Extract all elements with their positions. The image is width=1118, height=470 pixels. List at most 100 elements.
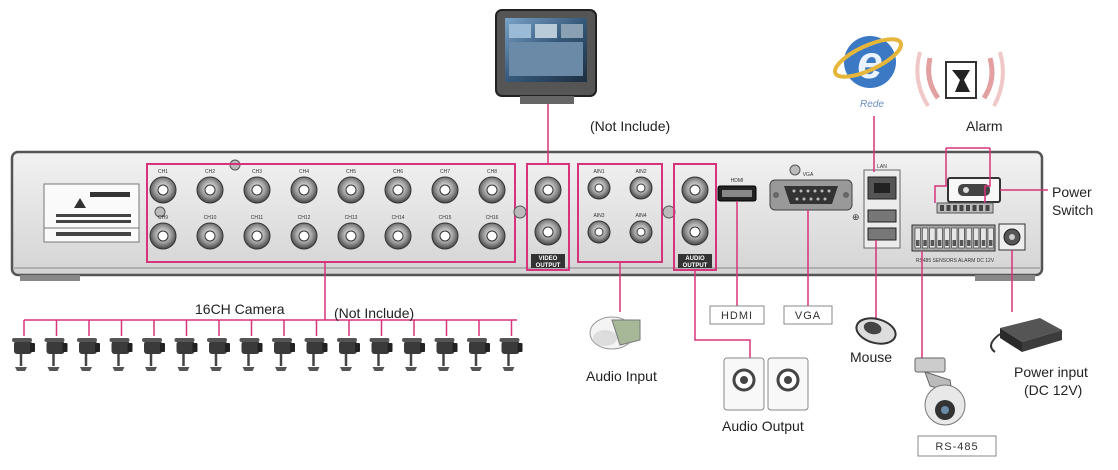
video-input-port[interactable]: CH11 — [243, 215, 271, 250]
camera-icon — [140, 336, 167, 373]
video-input-port[interactable]: CH1 — [149, 169, 177, 204]
vga-label-box: VGA — [783, 305, 833, 325]
camera-icon — [400, 336, 427, 373]
microphone-icon — [589, 316, 641, 350]
ptz-camera-icon — [914, 357, 966, 426]
connection-lines — [23, 104, 1048, 362]
video-output-label: OUTPUT — [536, 263, 561, 269]
lan-label: LAN — [877, 164, 887, 170]
channel-label: CH2 — [205, 169, 215, 175]
power-switch[interactable] — [947, 177, 1001, 203]
power-switch-label: Power — [1052, 184, 1092, 200]
lan-port[interactable]: LAN ⊕ — [852, 164, 901, 249]
video-input-block: CH1 CH2 CH3 CH4 CH5 CH6 CH7 CH8 CH9 CH10 CH11 CH12… — [146, 163, 527, 263]
hdmi-port[interactable]: HDMI — [717, 178, 757, 202]
camera-note: (Not Include) — [334, 305, 414, 321]
channel-label: CH15 — [439, 215, 452, 221]
channel-label: CH4 — [299, 169, 309, 175]
camera-row — [10, 336, 524, 373]
audio-input-port[interactable]: AIN3 — [587, 213, 611, 244]
hdmi-port-label: HDMI — [731, 178, 744, 184]
power-input-spec: (DC 12V) — [1024, 382, 1082, 398]
audio-input-label: Audio Input — [586, 368, 657, 384]
camera-icon — [270, 336, 297, 373]
camera-icon — [303, 336, 329, 373]
power-adapter-icon — [990, 318, 1062, 353]
vga-port-label: VGA — [803, 172, 814, 178]
video-input-port[interactable]: CH14 — [384, 215, 412, 250]
channel-label: CH3 — [252, 169, 262, 175]
audio-output-label: AUDIO — [685, 256, 705, 262]
mouse-icon — [855, 317, 897, 345]
video-input-port[interactable]: CH13 — [337, 215, 365, 250]
channel-label: CH6 — [393, 169, 403, 175]
monitor-icon — [495, 9, 597, 104]
video-input-port[interactable]: CH2 — [196, 169, 224, 204]
audio-output-label: Audio Output — [722, 418, 804, 434]
camera-icon — [75, 336, 102, 373]
channel-label: CH13 — [345, 215, 358, 221]
video-input-port[interactable]: CH15 — [431, 215, 459, 250]
svg-text:RS-485: RS-485 — [935, 441, 978, 453]
camera-icon — [238, 336, 264, 373]
channel-label: CH11 — [251, 215, 264, 221]
camera-icon — [205, 336, 232, 373]
dc-power-jack[interactable] — [998, 223, 1026, 251]
camera-icon — [335, 336, 362, 373]
vga-port[interactable]: VGA — [769, 172, 853, 211]
warning-label — [43, 183, 140, 243]
channel-label: CH9 — [158, 215, 168, 221]
channel-label: CH8 — [487, 169, 497, 175]
video-output-label: VIDEO — [539, 256, 558, 262]
terminal-block: RS485 SENSORS ALARM DC 12V — [911, 202, 996, 264]
power-switch-label: Switch — [1052, 202, 1093, 218]
camera-icon — [108, 336, 134, 373]
video-input-port[interactable]: CH9 — [149, 215, 177, 250]
screw-icon — [789, 164, 801, 176]
channel-label: CH14 — [392, 215, 405, 221]
mouse-label: Mouse — [850, 349, 892, 365]
camera-icon — [498, 336, 524, 373]
channel-label: CH12 — [298, 215, 311, 221]
speakers-icon — [723, 357, 809, 411]
video-input-port[interactable]: CH4 — [290, 169, 318, 204]
power-input-label: Power input — [1014, 364, 1088, 380]
video-input-port[interactable]: CH8 — [478, 169, 506, 204]
video-input-port[interactable]: CH7 — [431, 169, 459, 204]
alarm-icon — [915, 51, 1005, 108]
channel-label: CH16 — [486, 215, 499, 221]
audio-output-port[interactable]: AUDIO OUTPUT — [673, 163, 717, 271]
video-input-port[interactable]: CH3 — [243, 169, 271, 204]
video-input-port[interactable]: CH5 — [337, 169, 365, 204]
audio-input-port[interactable]: AIN1 — [587, 169, 611, 200]
rede-label: Rede — [860, 99, 884, 110]
camera-icon — [10, 336, 37, 373]
usb-icon: ⊕ — [852, 212, 860, 222]
terminal-labels: RS485 SENSORS ALARM DC 12V — [916, 258, 995, 264]
camera-icon — [173, 336, 199, 373]
channel-label: CH10 — [204, 215, 217, 221]
audio-input-port[interactable]: AIN4 — [629, 213, 653, 244]
svg-text:HDMI: HDMI — [721, 310, 753, 322]
svg-text:VGA: VGA — [795, 310, 821, 322]
video-input-port[interactable]: CH6 — [384, 169, 412, 204]
network-globe-icon: e — [832, 36, 904, 88]
audio-input-port[interactable]: AIN2 — [629, 169, 653, 200]
camera-label: 16CH Camera — [195, 301, 285, 317]
audio-channel-label: AIN2 — [635, 169, 646, 175]
rs485-label-box: RS-485 — [917, 435, 997, 457]
monitor-note: (Not Include) — [590, 118, 670, 134]
channel-label: CH7 — [440, 169, 450, 175]
camera-icon — [368, 336, 394, 373]
video-output-port[interactable]: VIDEO OUTPUT — [526, 163, 570, 271]
video-input-port[interactable]: CH16 — [478, 215, 506, 250]
channel-label: CH5 — [346, 169, 356, 175]
video-input-port[interactable]: CH10 — [196, 215, 224, 250]
alarm-label: Alarm — [966, 118, 1003, 134]
video-input-port[interactable]: CH12 — [290, 215, 318, 250]
camera-icon — [465, 336, 492, 373]
audio-channel-label: AIN3 — [593, 213, 604, 219]
camera-icon — [43, 336, 69, 373]
